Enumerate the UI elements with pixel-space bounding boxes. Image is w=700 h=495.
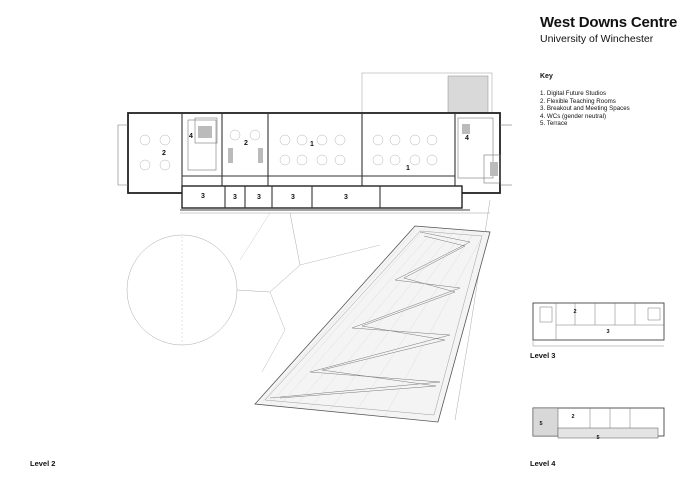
room-label-3: 3	[344, 194, 348, 201]
key-item: 3. Breakout and Meeting Spaces	[540, 105, 630, 113]
room-label-1: 1	[310, 141, 314, 148]
key-item: 5. Terrace	[540, 120, 568, 128]
key-list: 1. Digital Future Studios 2. Flexible Te…	[540, 90, 630, 128]
level-2-label: Level 2	[30, 459, 56, 468]
room-label-2: 2	[571, 414, 574, 420]
room-label-3: 3	[201, 193, 205, 200]
room-label-1: 1	[406, 165, 410, 172]
triangular-roof	[254, 225, 491, 423]
room-label-4: 4	[189, 133, 193, 140]
level-4-plan: 5 2 5	[532, 407, 665, 441]
key-item: 4. WCs (gender neutral)	[540, 112, 607, 120]
key-item: 1. Digital Future Studios	[540, 90, 607, 97]
room-label-5: 5	[539, 421, 542, 427]
level-3-plan: 2 3	[532, 302, 665, 347]
room-label-2: 2	[573, 309, 576, 315]
room-label-4: 4	[465, 135, 469, 142]
room-label-2: 2	[162, 150, 166, 157]
room-label-3: 3	[291, 194, 295, 201]
level-3-label: Level 3	[530, 351, 556, 360]
landscape-path	[236, 212, 301, 293]
level-4-label: Level 4	[530, 459, 556, 468]
room-label-3: 3	[233, 194, 237, 201]
room-label-3: 3	[606, 329, 609, 335]
room-label-2: 2	[244, 140, 248, 147]
page-title: West Downs Centre	[540, 14, 678, 31]
level-2-plan: 2 4 2 1 1 4 3 3 3 3 3	[117, 112, 512, 214]
key-item: 2. Flexible Teaching Rooms	[540, 97, 616, 105]
room-label-3: 3	[257, 194, 261, 201]
roof-plant-area	[447, 75, 489, 115]
page-subtitle: University of Winchester	[540, 33, 654, 45]
room-label-5: 5	[596, 435, 599, 441]
key-heading: Key	[540, 73, 553, 80]
